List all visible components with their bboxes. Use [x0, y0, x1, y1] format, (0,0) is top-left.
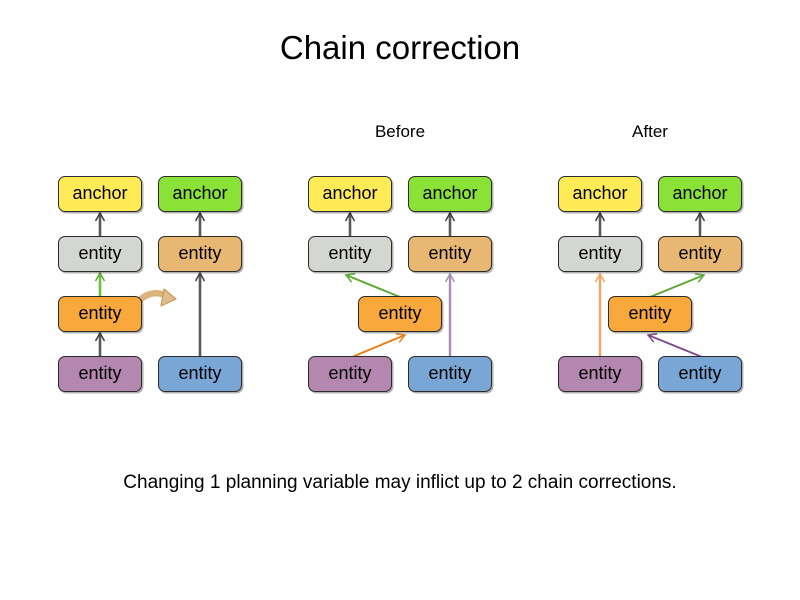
node-entity[interactable]: entity — [58, 236, 142, 272]
node-anchor[interactable]: anchor — [158, 176, 242, 212]
panel-label-after: After — [632, 122, 668, 141]
edge-group-panel-before — [346, 213, 450, 358]
node-entity[interactable]: entity — [308, 356, 392, 392]
node-entity[interactable]: entity — [358, 296, 442, 332]
edge-entity-to-entity-orange — [351, 335, 405, 358]
node-anchor[interactable]: anchor — [658, 176, 742, 212]
slide-caption: Changing 1 planning variable may inflict… — [123, 472, 677, 493]
node-entity[interactable]: entity — [658, 356, 742, 392]
node-anchor[interactable]: anchor — [308, 176, 392, 212]
edge-entity-to-entity-purple — [648, 335, 703, 358]
node-entity[interactable]: entity — [558, 236, 642, 272]
node-entity[interactable]: entity — [408, 356, 492, 392]
node-entity[interactable]: entity — [608, 296, 692, 332]
node-entity[interactable]: entity — [158, 236, 242, 272]
node-anchor[interactable]: anchor — [558, 176, 642, 212]
node-entity[interactable]: entity — [58, 356, 142, 392]
node-entity[interactable]: entity — [408, 236, 492, 272]
edge-entity-to-entity-green — [649, 275, 704, 298]
page-title: Chain correction — [279, 29, 521, 66]
node-entity[interactable]: entity — [158, 356, 242, 392]
panel-label-before: Before — [374, 122, 426, 141]
node-anchor[interactable]: anchor — [408, 176, 492, 212]
node-entity[interactable]: entity — [58, 296, 142, 332]
node-anchor[interactable]: anchor — [58, 176, 142, 212]
node-entity[interactable]: entity — [558, 356, 642, 392]
node-entity[interactable]: entity — [308, 236, 392, 272]
edge-entity-to-entity-green — [346, 275, 401, 298]
edge-group-panel-initial — [100, 213, 200, 356]
node-entity[interactable]: entity — [658, 236, 742, 272]
edge-group-panel-after — [600, 213, 704, 358]
